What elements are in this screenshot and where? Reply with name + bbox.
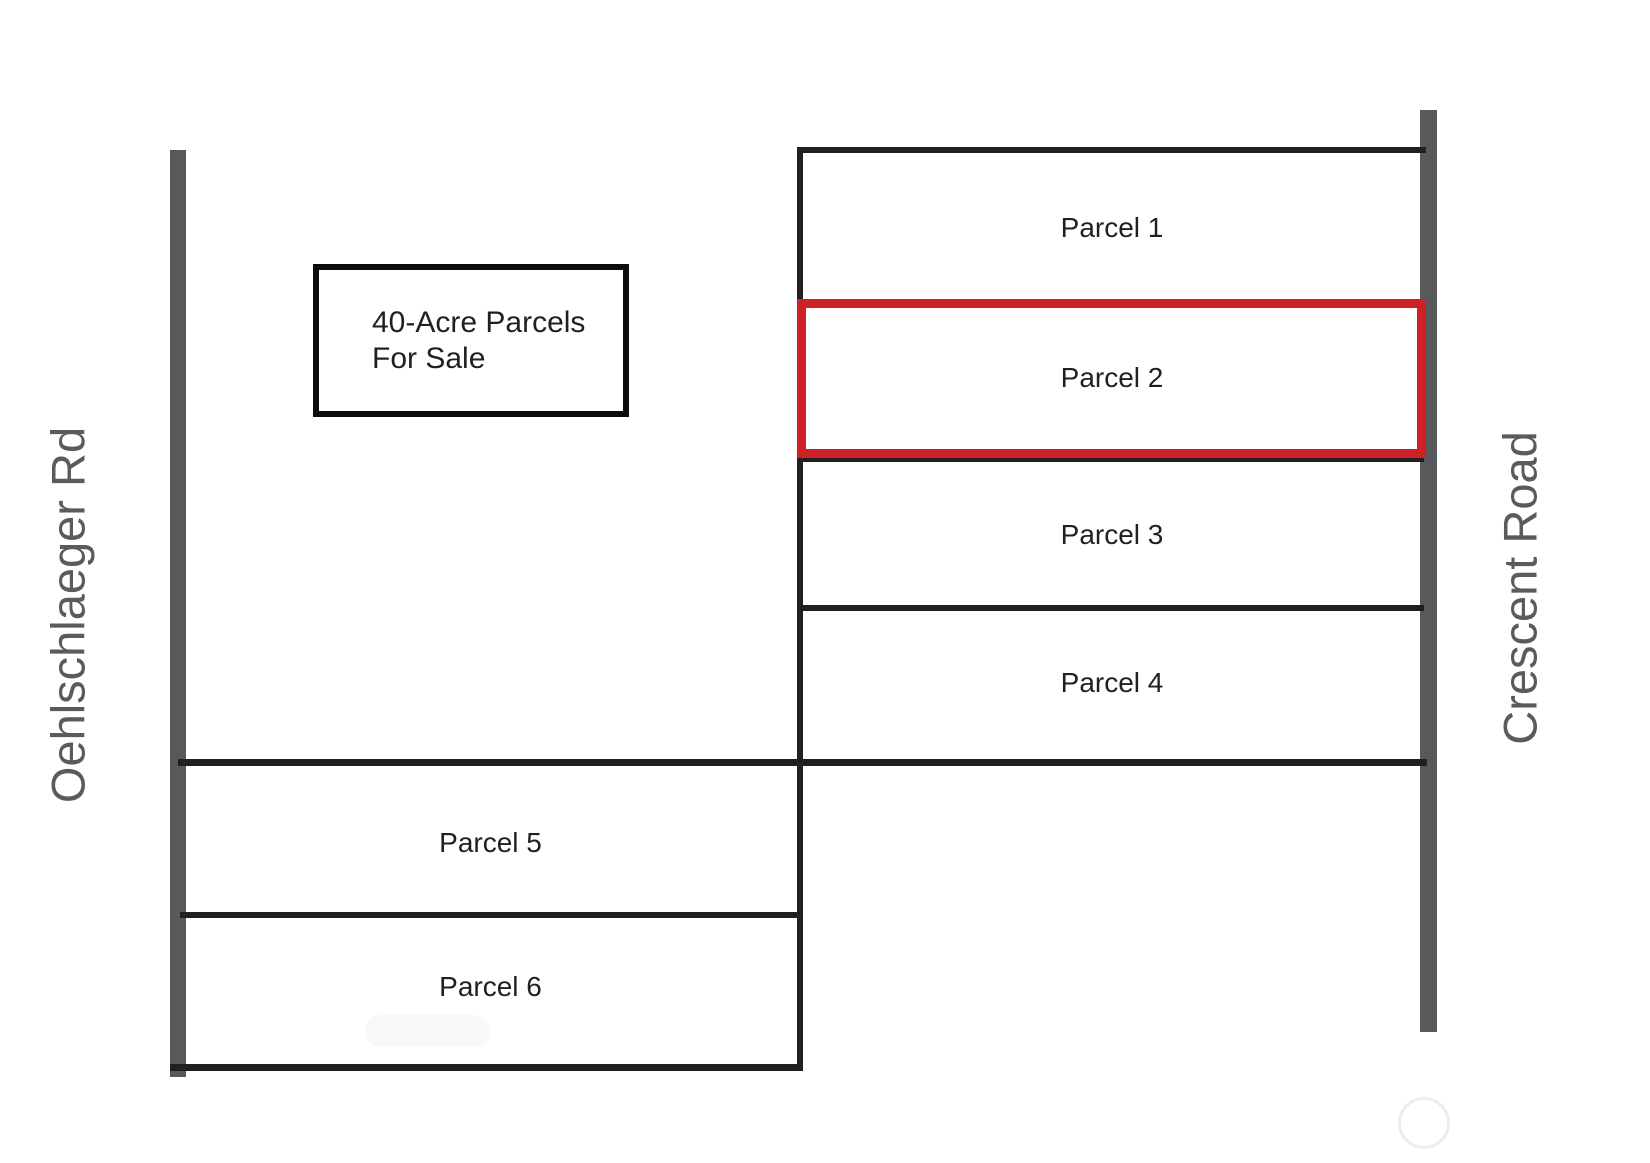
for-sale-box — [313, 264, 629, 417]
for-sale-title-line1: 40-Acre Parcels — [372, 306, 586, 339]
parcel-boundary-5-6 — [180, 912, 801, 918]
parcel-2-highlight-box — [797, 299, 1426, 458]
faded-watermark-smudge — [365, 1015, 490, 1047]
parcel-boundary-4-5 — [178, 759, 1427, 766]
watermark-circle — [1398, 1097, 1450, 1149]
parcel-label-6: Parcel 6 — [439, 971, 542, 1002]
parcel-label-4: Parcel 4 — [1060, 667, 1164, 698]
parcel-boundary-2-3 — [800, 457, 1424, 462]
parcel-boundary-top — [798, 147, 1426, 153]
road-label-crescent: Crescent Road — [1493, 431, 1547, 745]
parcel-label-2: Parcel 2 — [1060, 362, 1164, 393]
parcel-boundary-bottom — [170, 1064, 803, 1071]
parcel-label-5: Parcel 5 — [439, 827, 542, 858]
parcel-label-3: Parcel 3 — [1060, 519, 1164, 550]
parcel-label-1: Parcel 1 — [1060, 212, 1164, 243]
road-bar-oehlschlaeger — [170, 150, 186, 1077]
for-sale-title: 40-Acre Parcels For Sale — [372, 305, 585, 377]
for-sale-title-line2: For Sale — [372, 342, 486, 375]
parcel-boundary-3-4 — [800, 605, 1424, 611]
road-bar-crescent — [1420, 110, 1437, 1032]
road-label-oehlschlaeger: Oehlschlaeger Rd — [41, 426, 95, 804]
